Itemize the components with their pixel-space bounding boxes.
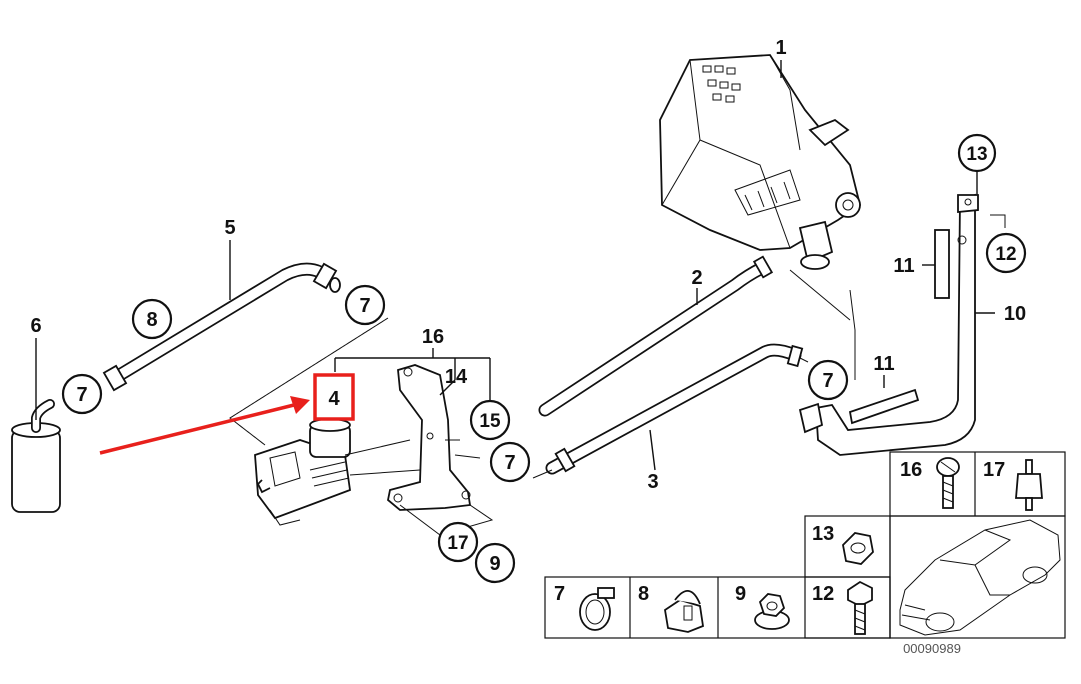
svg-text:8: 8 [146,309,157,331]
svg-text:7: 7 [359,295,370,317]
callout-11-lower: 11 [873,353,894,375]
diagram-number: 00090989 [903,641,961,656]
callout-1: 1 [775,37,786,59]
callout-9: 9 [474,542,516,584]
highlight-arrow-shaft [99,402,299,455]
hose-5 [102,262,341,392]
table-label-7: 7 [554,583,565,605]
callout-16: 16 [422,326,444,348]
callout-15: 15 [469,399,511,441]
parts-table: 16 17 13 12 [544,451,1066,639]
callout-8: 8 [131,298,173,340]
pad-11-upper [934,229,950,299]
callout-6: 6 [30,315,41,337]
bracket-10 [798,193,979,456]
table-label-8: 8 [638,583,649,605]
callout-17: 17 [437,521,479,563]
leader-lines [35,60,1006,536]
callout-7-mid: 7 [489,441,531,483]
callout-7-right: 7 [807,359,849,401]
highlight-arrow-head [290,396,310,414]
rubber-mount-icon [1015,459,1043,511]
callout-11-upper: 11 [893,255,914,277]
callout-5: 5 [224,217,235,239]
pump-4 [254,418,351,526]
svg-text:17: 17 [447,533,468,554]
hose-3 [545,343,809,475]
car-icon [899,519,1061,636]
bracket-14 [387,364,472,511]
table-label-17: 17 [983,459,1005,481]
filter-6 [11,399,61,513]
svg-text:7: 7 [822,370,833,392]
svg-text:7: 7 [76,384,87,406]
table-label-12: 12 [812,583,834,605]
callout-labels: 1 2 3 5 6 10 11 11 14 16 [30,37,1026,493]
table-label-16: 16 [900,459,922,481]
charcoal-canister [659,54,862,270]
callout-7-left: 7 [61,373,103,415]
callout-12: 12 [985,232,1027,274]
callout-7-top: 7 [344,284,386,326]
nut-icon [754,593,790,630]
callout-14: 14 [445,366,468,388]
table-label-13: 13 [812,523,834,545]
svg-text:12: 12 [995,244,1016,265]
hex-nut-icon [842,532,874,565]
canister-vents [702,65,741,103]
hose-clamp-icon [579,587,615,631]
highlight-part-4[interactable]: 4 [99,373,355,455]
hose-2 [538,255,774,417]
callout-3: 3 [647,471,658,493]
callout-4: 4 [328,388,340,410]
bolt-icon [847,580,873,635]
circled-callouts: 8 7 7 7 7 15 17 9 13 12 [61,133,1027,584]
screw-icon [936,457,960,509]
clip-icon [664,590,704,633]
table-label-9: 9 [735,583,746,605]
callout-13: 13 [957,133,997,173]
svg-text:13: 13 [966,144,987,165]
pad-11-lower [848,388,920,425]
callout-10: 10 [1004,303,1026,325]
highlight-box [313,373,355,421]
callout-2: 2 [691,267,702,289]
svg-text:9: 9 [489,553,500,575]
svg-text:15: 15 [479,411,501,432]
svg-text:7: 7 [504,452,515,474]
